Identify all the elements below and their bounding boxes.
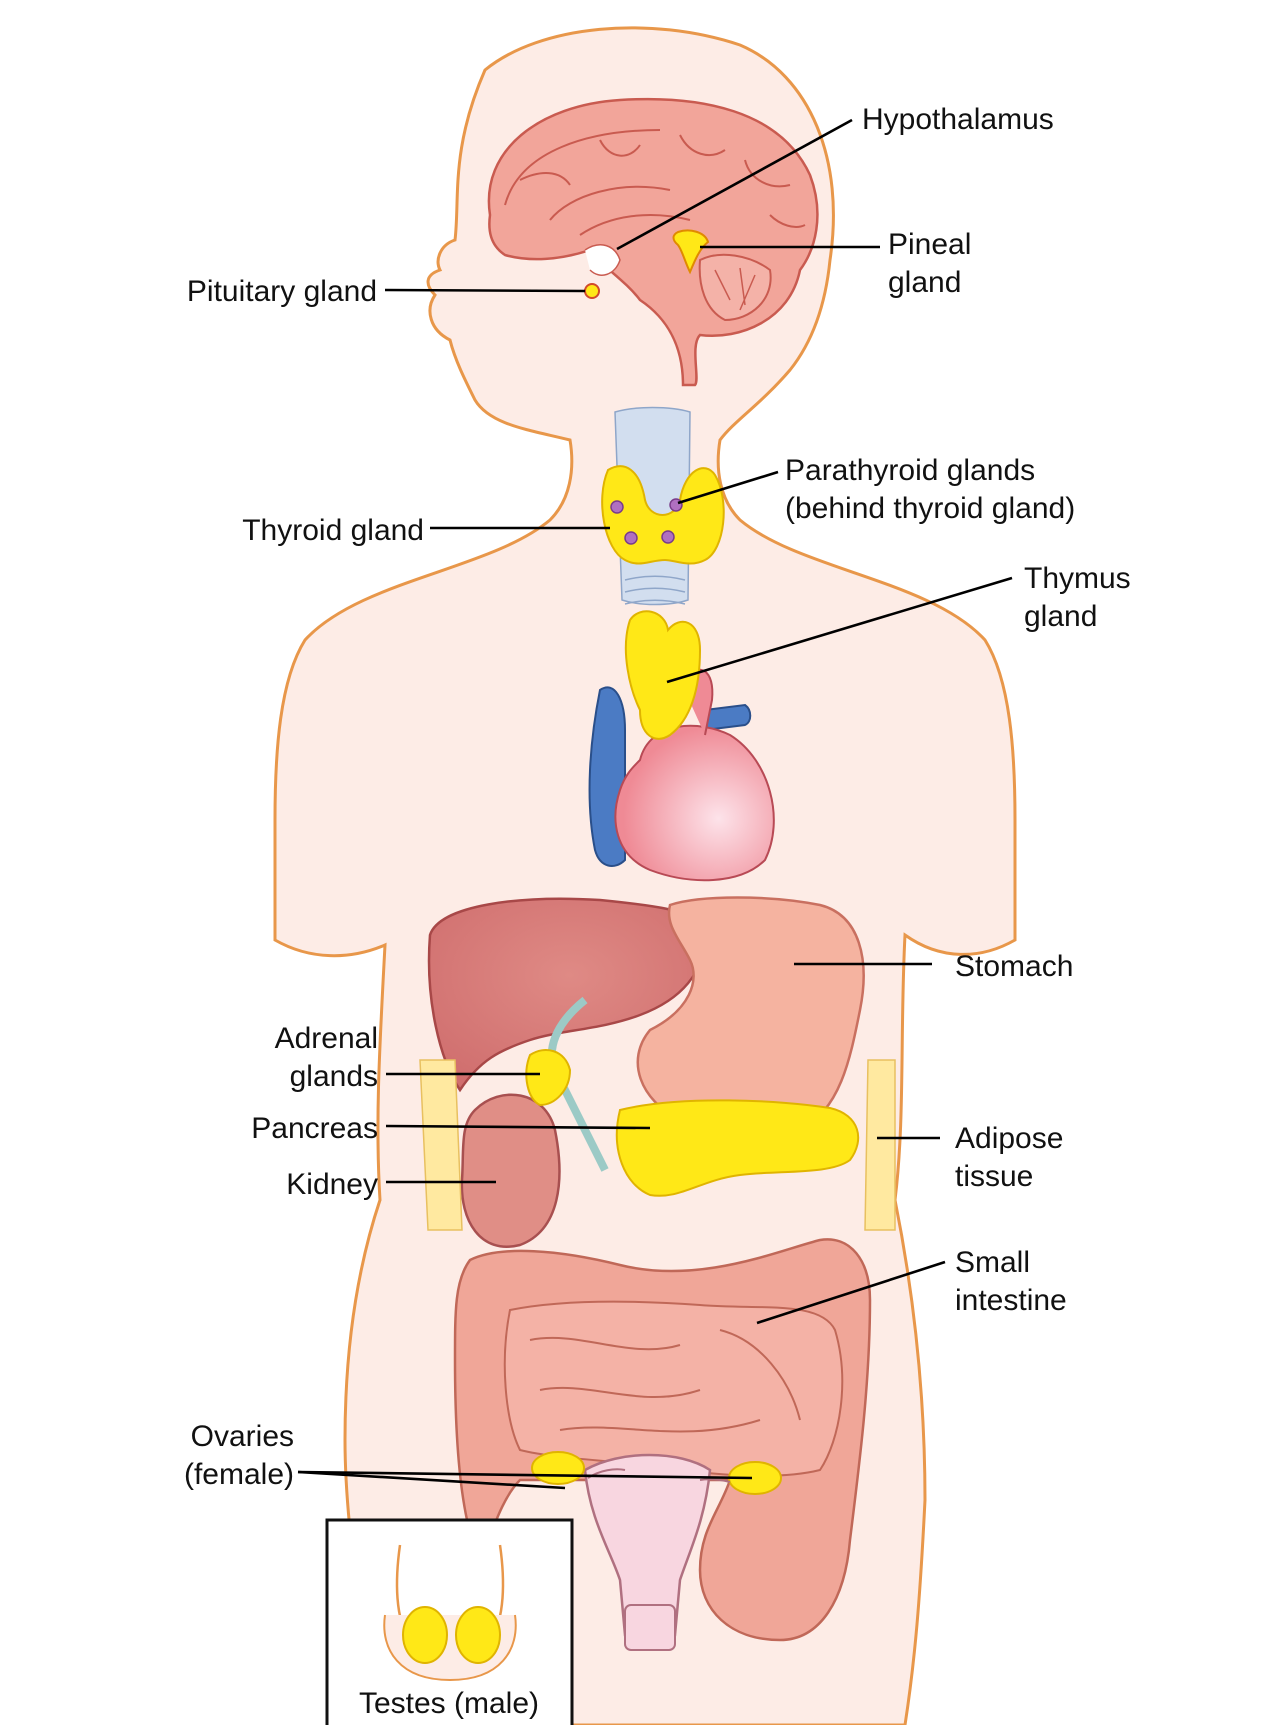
leader-small-intestine [756,1260,946,1325]
heart [588,668,775,882]
label-pancreas: Pancreas [251,1112,378,1145]
leader-lines [297,118,1013,1490]
label-pineal-line2: gland [888,266,961,299]
thyroid-gland-shape [601,465,725,565]
leader-thymus [666,576,1013,684]
label-parathyroid-line2: (behind thyroid gland) [785,492,1075,525]
label-parathyroid-line1: Parathyroid glands [785,454,1035,487]
small-intestine-organ [503,1300,844,1477]
label-pituitary: Pituitary gland [187,275,377,308]
label-adipose-line2: tissue [955,1160,1033,1193]
adipose-left [419,1059,463,1231]
intestine-folds [529,1329,801,1433]
adipose-right [864,1059,896,1231]
adrenal-gland-shape [525,1049,572,1107]
ovary-left [531,1451,585,1485]
leader-hypothalamus [616,118,853,251]
label-thymus-line1: Thymus [1024,562,1131,595]
label-adrenal-line2: glands [290,1060,378,1093]
kidney-organ [460,1093,561,1248]
leader-ovaries-left [297,1470,566,1490]
liver [427,897,712,1093]
label-pineal-line1: Pineal [888,228,971,261]
label-small-intestine-line2: intestine [955,1284,1067,1317]
label-testes: Testes (male) [359,1687,539,1720]
leader-pancreas [385,1124,651,1130]
label-adrenal-line1: Adrenal [275,1022,378,1055]
pancreas-organ [615,1099,860,1197]
label-ovaries-line1: Ovaries [191,1420,294,1453]
label-small-intestine-line1: Small [955,1246,1030,1279]
label-thyroid: Thyroid gland [242,514,424,547]
label-stomach: Stomach [955,950,1073,983]
pineal-gland-shape [672,229,710,275]
brain [487,97,819,387]
uterus [583,1453,712,1651]
leader-pituitary [384,288,586,293]
testis-right [455,1606,501,1664]
testes-inset [325,1518,574,1725]
thymus-gland-shape [624,610,702,740]
label-ovaries-line2: (female) [184,1458,294,1491]
pituitary-gland-shape [584,283,600,299]
label-hypothalamus: Hypothalamus [862,103,1054,136]
testis-left [402,1606,448,1664]
labels: Hypothalamus Pineal gland Pituitary glan… [184,103,1131,1720]
label-adipose-line1: Adipose [955,1122,1063,1155]
label-kidney: Kidney [286,1168,378,1201]
label-thymus-line2: gland [1024,600,1097,633]
leader-ovaries-right [297,1470,753,1480]
leader-parathyroid [677,470,779,505]
